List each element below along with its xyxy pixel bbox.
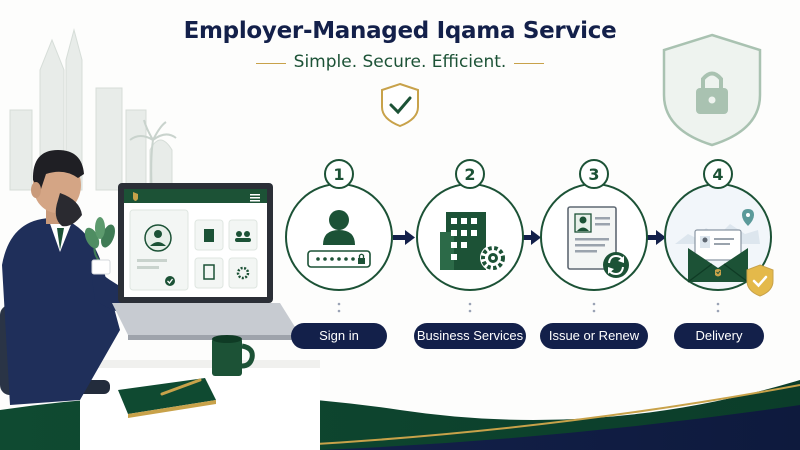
potted-plant [84,217,115,275]
shield-lock-icon [662,33,762,147]
flow-arrows [393,230,666,245]
step-3-number: 3 [588,165,599,184]
laptop [112,183,300,340]
bottom-wave-navy [320,405,800,450]
step-1 [285,159,393,291]
page-subtitle: Simple. Secure. Efficient. [293,52,507,72]
user-login-icon [307,210,371,268]
step-3 [540,159,648,291]
step-connectors [337,302,720,313]
coffee-mug [212,335,255,376]
verified-shield-icon [381,82,419,128]
step-4-label: Delivery [674,323,764,349]
step-2-label: Business Services [414,323,526,349]
id-document-renew-icon [567,206,629,278]
bottom-wave-gold-line [299,384,800,446]
businessman [2,150,172,405]
step-3-label: Issue or Renew [540,323,648,349]
step-1-number: 1 [333,165,344,184]
step-2 [416,159,524,291]
page-title: Employer-Managed Iqama Service [183,18,617,44]
building-gear-icon [440,212,506,271]
step-4-number: 4 [712,165,723,184]
step-4 [664,159,774,297]
step-1-label: Sign in [291,323,387,349]
city-skyline [9,28,173,191]
step-2-number: 2 [464,165,475,184]
notebook-with-pen [118,378,216,418]
envelope-card-icon [675,209,774,297]
subtitle-rule-left [256,63,286,64]
subtitle-rule-right [514,63,544,64]
